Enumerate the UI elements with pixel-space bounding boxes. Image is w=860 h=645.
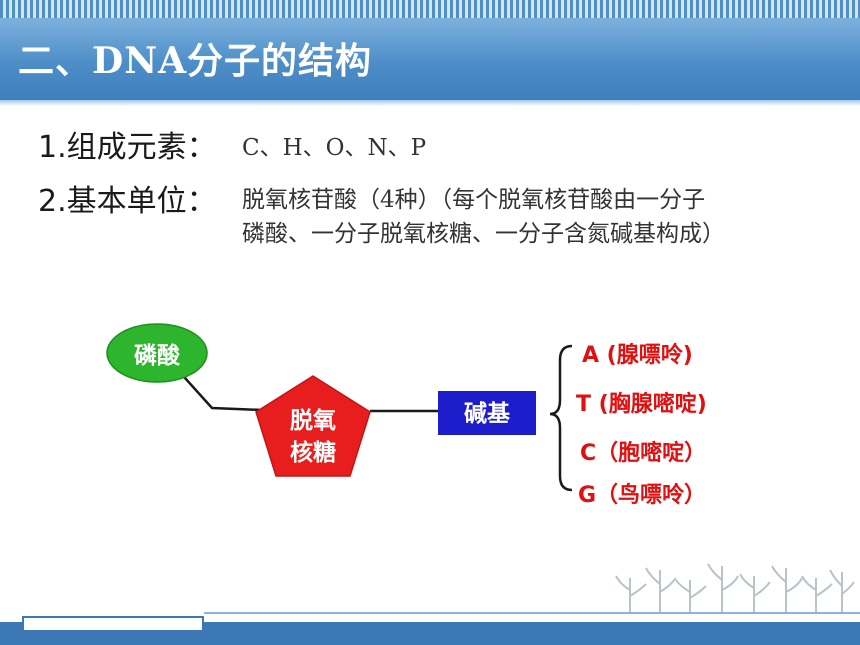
item1-value: C、H、O、N、P xyxy=(242,135,427,161)
base-label: 碱基 xyxy=(464,400,511,427)
phosphate-sugar-connector xyxy=(175,367,263,412)
header-stripe-bar xyxy=(0,0,860,18)
slide-title: 二、DNA分子的结构 xyxy=(18,40,373,82)
phosphate-label: 磷酸 xyxy=(134,343,181,369)
sugar-label-line2: 核糖 xyxy=(290,439,336,466)
item2-value-line2: 磷酸、一分子脱氧核糖、一分子含氮碱基构成） xyxy=(242,221,725,247)
sugar-label-line1: 脱氧 xyxy=(290,407,336,434)
item2-label: 2.基本单位： xyxy=(38,184,217,219)
item2-value-line1: 脱氧核苷酸（4种）（每个脱氧核苷酸由一分子 xyxy=(242,187,706,213)
footer-line xyxy=(204,612,860,614)
base-item-t: T (胸腺嘧啶) xyxy=(576,391,707,417)
base-rectangle xyxy=(438,391,536,435)
deoxyribose-pentagon xyxy=(255,375,371,477)
item1-label: 1.组成元素： xyxy=(38,130,217,165)
plant-decoration-icon xyxy=(615,563,855,612)
footer-inner-box xyxy=(22,616,204,632)
title-band xyxy=(0,18,860,100)
base-item-g: G（鸟嘌呤） xyxy=(578,482,706,508)
base-item-c: C（胞嘧啶） xyxy=(580,440,706,466)
title-shadow xyxy=(0,100,860,106)
bases-brace xyxy=(549,344,573,492)
footer-bar xyxy=(0,622,860,645)
phosphate-ellipse xyxy=(106,323,208,383)
base-item-a: A (腺嘌呤) xyxy=(582,342,693,368)
